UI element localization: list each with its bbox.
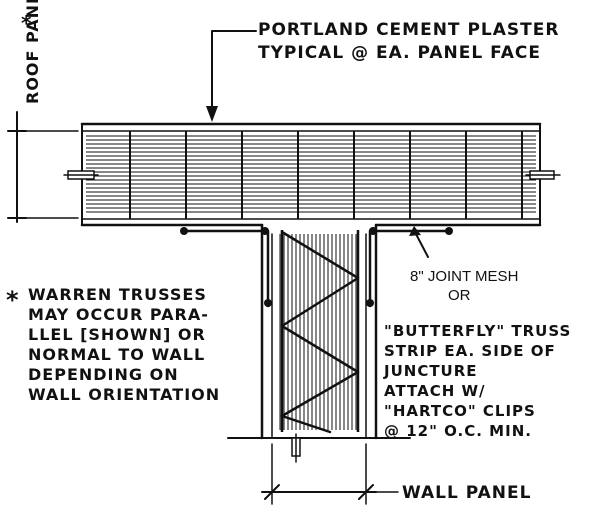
- wall-panel: [227, 223, 411, 463]
- note-line-2: MAY OCCUR PARA-: [28, 305, 209, 324]
- plaster-leader: [206, 30, 257, 122]
- note-line-3: LLEL [SHOWN] OR: [28, 325, 206, 344]
- roof-panel-label: ROOF PANEL *: [21, 0, 42, 104]
- clip-left-corner: [261, 227, 269, 235]
- mesh-line-1: 8" JOINT MESH: [410, 268, 518, 285]
- joint-mesh-callout: 8" JOINT MESH OR: [410, 268, 518, 304]
- roof-thickness-dimension: [7, 111, 79, 223]
- roof-panel-text: ROOF PANEL: [23, 0, 42, 104]
- warren-truss-note: * WARREN TRUSSES MAY OCCUR PARA- LLEL [S…: [6, 285, 220, 404]
- roof-panel-asterisk: *: [21, 11, 32, 35]
- warren-truss-zigzag: [280, 230, 360, 434]
- plaster-line-1: PORTLAND CEMENT PLASTER: [258, 20, 559, 40]
- plaster-line-2: TYPICAL @ EA. PANEL FACE: [258, 43, 541, 63]
- note-line-1: WARREN TRUSSES: [28, 285, 207, 304]
- wall-thickness-dimension: [261, 443, 399, 505]
- note-line-4: NORMAL TO WALL: [28, 345, 205, 364]
- clip-right-corner: [369, 227, 377, 235]
- joint-mesh-strips: [180, 227, 453, 308]
- mesh-leader: [409, 226, 429, 258]
- butterfly-strip-callout: "BUTTERFLY" TRUSS STRIP EA. SIDE OF JUNC…: [383, 322, 571, 440]
- clip-right-end: [445, 227, 453, 235]
- strip-line-6: @ 12" O.C. MIN.: [384, 422, 532, 440]
- strip-line-1: "BUTTERFLY" TRUSS: [384, 322, 571, 340]
- clip-left-end: [180, 227, 188, 235]
- note-asterisk: *: [6, 286, 20, 314]
- left-connector: [63, 170, 99, 180]
- strip-line-3: JUNCTURE: [383, 362, 478, 380]
- note-line-5: DEPENDING ON: [28, 365, 179, 384]
- mesh-line-2: OR: [448, 287, 471, 304]
- plaster-callout: PORTLAND CEMENT PLASTER TYPICAL @ EA. PA…: [258, 20, 559, 63]
- wall-base-connector: [291, 433, 301, 463]
- roof-truss-verticals: [129, 131, 523, 219]
- roof-core-hatch: [86, 135, 536, 213]
- wall-truss-chords: [280, 230, 360, 432]
- roof-panel: [80, 122, 542, 227]
- clip-left-bottom: [264, 299, 272, 307]
- note-line-6: WALL ORIENTATION: [28, 385, 220, 404]
- strip-line-2: STRIP EA. SIDE OF: [384, 342, 556, 360]
- wall-core-hatch: [279, 234, 357, 430]
- right-connector: [525, 170, 561, 180]
- strip-line-5: "HARTCO" CLIPS: [384, 402, 536, 420]
- wall-panel-label: WALL PANEL: [402, 483, 531, 503]
- clip-right-bottom: [366, 299, 374, 307]
- strip-line-4: ATTACH W/: [384, 382, 486, 400]
